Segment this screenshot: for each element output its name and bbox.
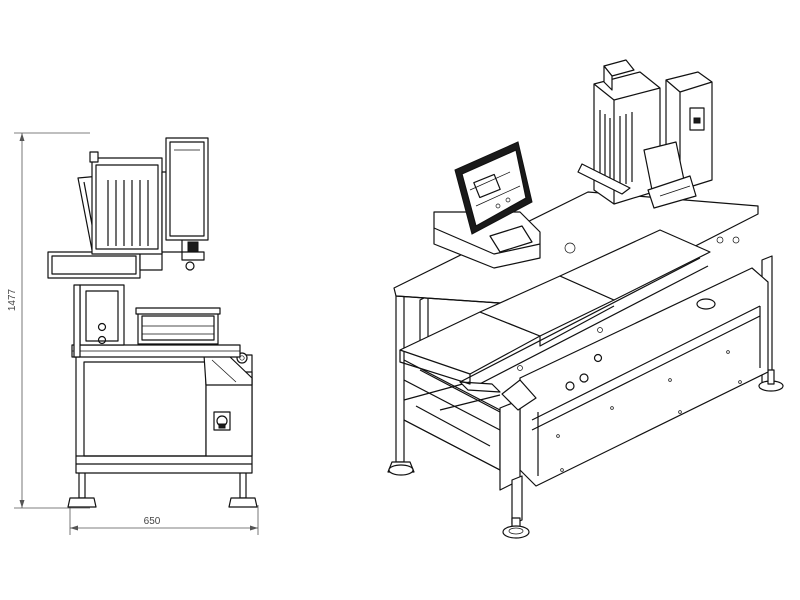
height-dimension-label: 1477	[7, 288, 18, 311]
iso-cooling-fins	[599, 110, 633, 188]
height-dimension: 1477	[7, 132, 90, 509]
side-lower-frame	[75, 352, 253, 474]
side-cooling-fins	[107, 180, 149, 246]
iso-conveyor-table	[393, 191, 759, 393]
width-dimension-label: 650	[144, 516, 161, 527]
side-elevation-view: 1477 650	[7, 132, 259, 535]
iso-upper-head	[577, 59, 713, 209]
side-upper-assembly	[47, 137, 209, 279]
side-weighing-tray	[135, 307, 221, 345]
iso-hmi-screen	[433, 141, 541, 269]
iso-front-legs	[502, 475, 530, 539]
side-table-top	[71, 284, 241, 358]
iso-main-cabinet	[499, 267, 769, 491]
width-dimension: 650	[69, 505, 259, 535]
isometric-view	[387, 59, 784, 539]
iso-lower-frame	[403, 359, 501, 471]
side-leveling-feet	[67, 469, 258, 508]
